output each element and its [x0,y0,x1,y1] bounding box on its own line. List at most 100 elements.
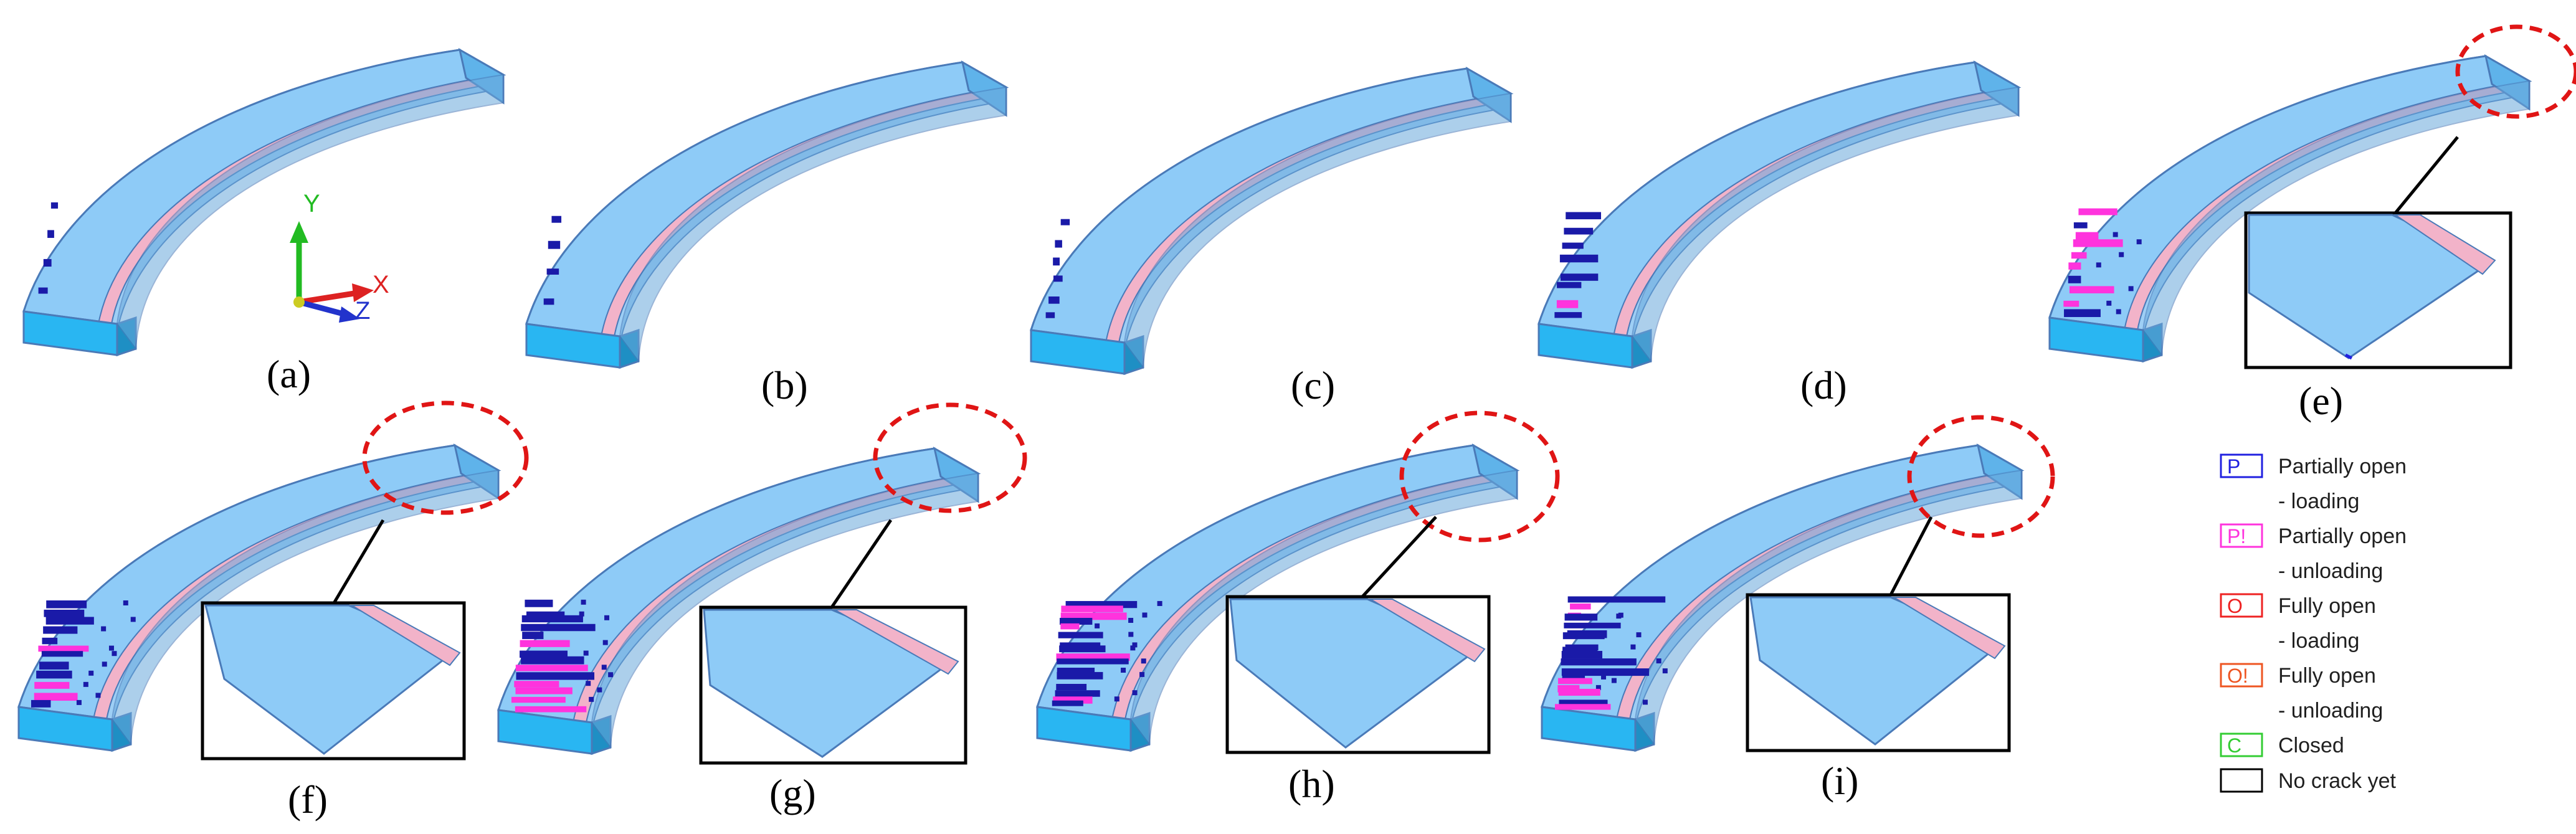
highlight-circle-f [362,400,529,515]
legend-item-2: P!Partially open- unloading [2220,523,2407,583]
crack-mark [108,645,114,651]
legend-label: Partially open [2278,455,2407,478]
crack-mark [521,615,583,623]
highlight-circle-e [2455,24,2576,119]
crack-mark [2073,222,2088,229]
crack-mark [551,216,562,223]
legend-label: Closed [2278,734,2344,757]
crack-mark [1636,632,1642,638]
legend-code: P! [2227,525,2246,547]
crack-mark [597,687,602,693]
crack-mark [1557,685,1580,693]
crack-cluster-g [511,599,614,713]
crack-mark [586,681,591,686]
crack-mark [1562,632,1605,640]
legend-label: - loading [2278,629,2359,653]
crack-cluster-c [1045,219,1070,318]
crack-mark [1114,696,1119,702]
crack-mark [604,615,610,620]
crack-mark [36,670,72,679]
crack-mark [1060,623,1080,630]
legend-code: C [2227,734,2241,757]
crack-mark [112,651,117,656]
crack-mark [515,665,588,671]
crack-mark [1595,685,1601,690]
slab-model-d [1538,61,2020,369]
crack-mark [31,699,51,708]
x-axis-label: X [373,271,389,298]
axis-triad: Y X Z [290,190,389,325]
crack-mark [1056,653,1130,661]
crack-mark [525,599,553,607]
crack-mark [88,670,94,676]
legend-swatch [2220,523,2263,548]
crack-mark [2073,239,2123,247]
panel-label-g: (g) [769,771,816,815]
crack-mark [2113,232,2118,237]
panel-label-e: (e) [2299,379,2343,423]
crack-mark [2071,252,2087,259]
crack-mark [579,611,584,617]
legend-swatch [2220,732,2263,757]
crack-mark [1060,612,1127,620]
crack-mark [1564,622,1621,628]
crack-mark [1557,282,1582,288]
crack-mark [1061,605,1123,612]
crack-mark [1566,212,1602,220]
highlight-circle-h [1399,410,1560,543]
crack-mark [38,645,89,652]
crack-mark [515,706,587,713]
slab-model-b [525,61,1007,369]
crack-cluster-h [1052,600,1162,706]
crack-mark [1616,614,1622,619]
crack-mark [1554,312,1582,318]
crack-cluster-f [31,600,136,708]
crack-mark [1559,254,1599,263]
crack-mark [2078,208,2117,216]
z-axis-label: Z [355,297,370,325]
crack-mark [1570,603,1591,610]
crack-mark [50,202,59,209]
crack-mark [543,298,554,305]
crack-mark [1559,699,1608,707]
crack-mark [2069,286,2114,293]
crack-mark [1564,227,1594,235]
crack-cluster-d [1554,212,1602,318]
crack-mark [101,626,107,632]
crack-mark [1055,690,1100,697]
leader-line-i [1889,516,1933,596]
crack-mark [1048,296,1060,304]
crack-mark [516,672,595,680]
highlight-circle-g [873,402,1027,513]
panel-label-i: (i) [1821,759,1858,803]
crack-mark [522,632,544,640]
inset-h [1225,595,1491,754]
panel-label-h: (h) [1288,762,1335,806]
crack-mark [102,661,107,667]
crack-mark [1662,668,1668,674]
crack-mark [43,258,52,267]
legend-swatch [2220,768,2263,793]
crack-mark [76,699,82,705]
legend-item-5: C Closed [2220,732,2344,757]
legend-label: - unloading [2278,559,2383,583]
crack-mark [1060,618,1093,625]
leader-line-f [331,519,385,605]
inset-i [1746,593,2011,752]
crack-mark [1561,658,1637,666]
crack-mark [38,287,48,294]
crack-mark [1564,614,1598,621]
crack-mark [1053,275,1063,282]
crack-mark [1058,632,1103,638]
legend-label: Fully open [2278,664,2376,688]
legend-code: O! [2227,665,2248,687]
crack-mark [581,599,586,605]
crack-mark [130,617,136,622]
crack-mark [1157,600,1162,606]
crack-mark [1560,273,1599,281]
crack-cluster-i [1554,596,1668,710]
crack-mark [1053,257,1060,266]
crack-mark [511,696,566,703]
